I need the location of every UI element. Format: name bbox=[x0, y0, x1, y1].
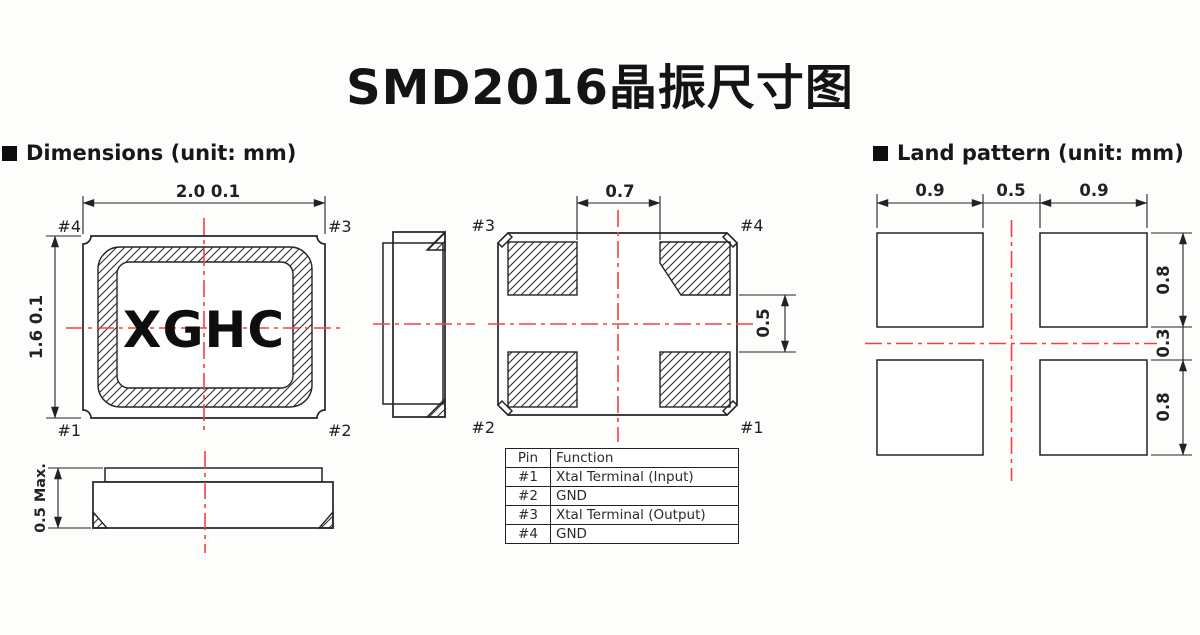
function-column-header: Function bbox=[550, 448, 739, 468]
table-row: #2 GND bbox=[505, 486, 739, 506]
section-bullet-icon bbox=[873, 145, 888, 161]
table-row: #1 Xtal Terminal (Input) bbox=[505, 467, 739, 487]
lid-outline bbox=[104, 467, 323, 483]
land-pad bbox=[876, 359, 984, 456]
pad-width-label: 0.9 bbox=[1079, 181, 1108, 200]
pin2-label: #2 bbox=[471, 418, 495, 437]
table-header-row: Pin Function bbox=[505, 448, 739, 468]
castellation-hatch bbox=[92, 510, 109, 529]
pin3-label: #3 bbox=[328, 217, 352, 236]
function-cell: Xtal Terminal (Input) bbox=[550, 467, 739, 487]
height-dimension-label: 1.6 0.1 bbox=[27, 295, 46, 359]
function-cell: Xtal Terminal (Output) bbox=[550, 505, 739, 525]
height-dimension-lines bbox=[48, 467, 103, 529]
max-height-label: 0.5 Max. bbox=[33, 463, 49, 533]
pin-cell: #2 bbox=[505, 486, 551, 506]
pad2-hatch bbox=[507, 351, 578, 408]
height-dimension-lines bbox=[46, 235, 81, 419]
table-row: #4 GND bbox=[505, 524, 739, 544]
part-marking: XGHC bbox=[123, 301, 285, 359]
top-view-drawing: XGHC 2.0 0.1 1.6 0.1 #4 #3 #1 #2 bbox=[27, 182, 352, 440]
pin2-label: #2 bbox=[328, 421, 352, 440]
pin-column-header: Pin bbox=[505, 448, 551, 468]
function-cell: GND bbox=[550, 486, 739, 506]
pin-cell: #3 bbox=[505, 505, 551, 525]
section-bullet-icon bbox=[2, 145, 17, 161]
pad-height-label: 0.8 bbox=[1154, 392, 1173, 421]
pin4-label: #4 bbox=[57, 217, 81, 236]
centerlines bbox=[66, 218, 344, 432]
pad-vgap-label: 0.3 bbox=[1154, 328, 1173, 357]
horizontal-dimension-lines bbox=[876, 194, 1148, 228]
corner-notches bbox=[496, 231, 739, 417]
centerlines bbox=[488, 210, 758, 442]
land-pattern-section-title: Land pattern (unit: mm) bbox=[897, 141, 1184, 165]
pad3-hatch bbox=[507, 241, 578, 296]
width-dimension-lines bbox=[82, 196, 326, 234]
height-side-view-drawing: 0.5 Max. bbox=[33, 451, 334, 553]
pad1-hatch bbox=[659, 351, 731, 408]
pad4-hatch-chamfered bbox=[659, 241, 731, 296]
pad-gap-dimension-label: 0.7 bbox=[605, 182, 634, 201]
side-gap-dimension-label: 0.5 bbox=[754, 308, 773, 337]
bottom-view-drawing: 0.7 0.5 #3 #4 #2 #1 bbox=[471, 182, 796, 442]
pad-gap-label: 0.5 bbox=[996, 181, 1025, 200]
function-cell: GND bbox=[550, 524, 739, 544]
land-pad bbox=[1039, 359, 1148, 456]
dimensions-section-title: Dimensions (unit: mm) bbox=[26, 141, 297, 165]
land-pad bbox=[876, 232, 984, 328]
base-outline bbox=[92, 481, 334, 529]
pad-width-label: 0.9 bbox=[915, 181, 944, 200]
dimensions-section-header: Dimensions (unit: mm) bbox=[2, 141, 296, 165]
pad-height-label: 0.8 bbox=[1154, 265, 1173, 294]
land-pad bbox=[1039, 232, 1148, 328]
lid-top-face bbox=[116, 261, 294, 389]
land-pattern-drawing: 0.9 0.5 0.9 0.8 0.3 0.8 bbox=[865, 181, 1192, 481]
pin-cell: #1 bbox=[505, 467, 551, 487]
width-dimension-label: 2.0 0.1 bbox=[176, 182, 240, 201]
pin4-label: #4 bbox=[740, 216, 764, 235]
pin-function-table: Pin Function #1 Xtal Terminal (Input) #2… bbox=[505, 448, 739, 544]
centerlines bbox=[865, 220, 1157, 481]
table-row: #3 Xtal Terminal (Output) bbox=[505, 505, 739, 525]
pin3-label: #3 bbox=[471, 216, 495, 235]
castellation-hatch bbox=[317, 510, 334, 529]
pin-cell: #4 bbox=[505, 524, 551, 544]
vertical-dimension-lines bbox=[1151, 232, 1192, 456]
page-title: SMD2016晶振尺寸图 bbox=[346, 60, 854, 116]
land-pattern-section-header: Land pattern (unit: mm) bbox=[873, 141, 1184, 165]
side-gap-dimension-lines bbox=[739, 294, 796, 353]
pad-gap-dimension-lines bbox=[576, 196, 661, 240]
side-view-drawing bbox=[373, 230, 475, 418]
castellation-hatch bbox=[425, 230, 446, 251]
pin1-label: #1 bbox=[57, 421, 81, 440]
pin1-label: #1 bbox=[740, 418, 764, 437]
